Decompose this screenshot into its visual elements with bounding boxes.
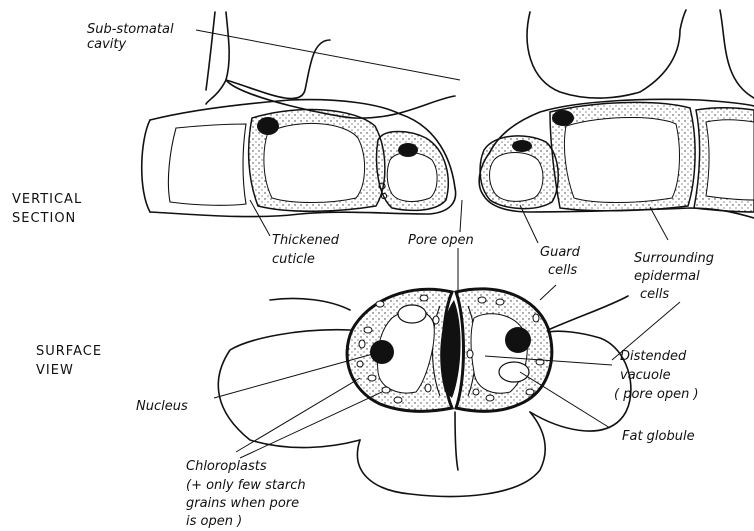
mesophyll-cell-right-wall	[720, 10, 754, 98]
guard-cells-label: Guard cells	[540, 245, 584, 278]
chloroplasts-label: Chloroplasts (+ only few starch grains w…	[186, 459, 310, 529]
surface-view-heading: SURFACE VIEW	[36, 344, 107, 378]
epidermal-cell-large-vacuole	[264, 123, 365, 202]
nucleus-vs-left	[257, 117, 279, 135]
nucleus-label: Nucleus	[136, 399, 188, 414]
epidermal-cell-large-right-vacuole	[564, 118, 679, 203]
epidermis-left-edge	[142, 120, 150, 212]
epidermal-cell-outline-left	[218, 330, 360, 448]
epidermal-cell-left	[168, 124, 246, 205]
nucleus-sv-right	[505, 327, 531, 353]
thickened-cuticle-label: Thickened cuticle	[272, 233, 343, 267]
sub-stomatal-cavity-label: Sub-stomatal cavity	[87, 22, 178, 52]
guard-cell-vs-right-vacuole	[490, 153, 543, 202]
epidermal-cell-outline-bottom	[357, 412, 545, 496]
fat-globule-left	[398, 305, 426, 323]
fat-globule-label: Fat globule	[622, 429, 695, 444]
epidermal-cell-far-right-vacuole	[706, 120, 754, 200]
mesophyll-cell-left-wall	[206, 12, 215, 90]
nucleus-vs-guard-right	[512, 140, 532, 152]
epidermal-cell-wall	[548, 296, 628, 330]
mesophyll-cell-right-wall	[640, 10, 686, 92]
vertical-section-heading: VERTICAL SECTION	[12, 192, 87, 226]
pore-open-label: Pore open	[408, 233, 474, 248]
vertical-section-drawing	[142, 10, 754, 218]
fat-globule-right	[499, 362, 529, 382]
surface-view-drawing	[218, 289, 631, 497]
guard-cell-vs-left-vacuole	[387, 153, 437, 202]
surrounding-epidermal-cells-label: Surrounding epidermal cells	[634, 251, 718, 302]
epidermal-cell-outline	[270, 298, 350, 310]
nucleus-vs-right	[552, 110, 574, 126]
distended-vacuole-label: Distended vacuole ( pore open )	[614, 349, 699, 402]
nucleus-vs-guard-left	[398, 143, 418, 157]
epidermal-cell-wall-bottom	[455, 412, 458, 470]
nucleus-sv-left	[370, 340, 394, 364]
mesophyll-cell-right	[527, 12, 640, 98]
